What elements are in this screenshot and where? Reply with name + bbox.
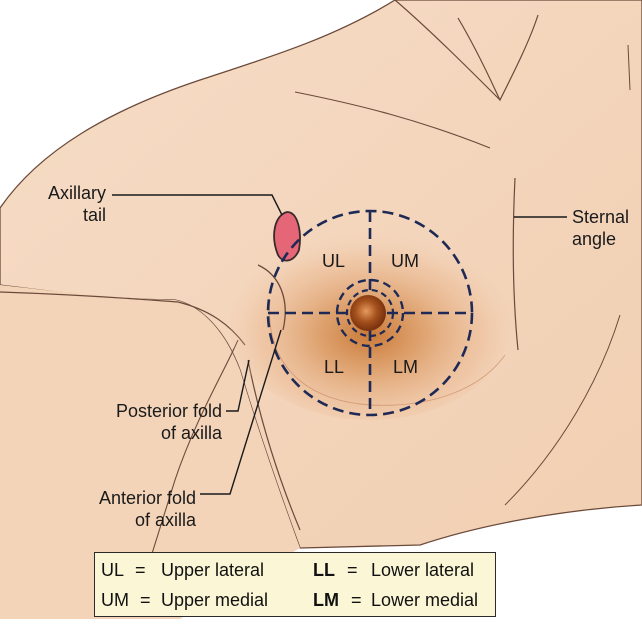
- posterior-fold-label-line1: Posterior fold: [40, 400, 222, 422]
- quadrant-label-ll: LL: [324, 357, 344, 378]
- axillary-tail-label-line1: Axillary: [10, 182, 106, 204]
- legend-eq-ll: =: [347, 560, 358, 581]
- quadrant-label-lm: LM: [393, 357, 418, 378]
- legend-text-ul: Upper lateral: [161, 560, 264, 581]
- legend-eq-lm: =: [351, 590, 362, 611]
- legend-text-lm: Lower medial: [371, 590, 478, 611]
- sternal-angle-label-line2: angle: [572, 228, 629, 250]
- axillary-tail-label: Axillary tail: [10, 182, 106, 226]
- nipple: [350, 295, 386, 331]
- legend-eq-um: =: [140, 590, 151, 611]
- quadrant-label-ul: UL: [322, 251, 345, 272]
- legend-row-1: UL = Upper lateral LL = Lower lateral: [95, 557, 495, 585]
- legend-abbr-um: UM: [101, 590, 129, 611]
- legend-abbr-lm: LM: [313, 590, 339, 611]
- anterior-fold-label: Anterior fold of axilla: [40, 487, 196, 531]
- axillary-tail-label-line2: tail: [10, 204, 106, 226]
- legend-eq-ul: =: [135, 560, 146, 581]
- legend-text-ll: Lower lateral: [371, 560, 474, 581]
- anterior-fold-label-line1: Anterior fold: [40, 487, 196, 509]
- legend-row-2: UM = Upper medial LM = Lower medial: [95, 587, 495, 615]
- sternal-angle-label-line1: Sternal: [572, 206, 629, 228]
- legend-text-um: Upper medial: [161, 590, 268, 611]
- legend-abbr-ll: LL: [313, 560, 335, 581]
- legend-abbr-ul: UL: [101, 560, 124, 581]
- posterior-fold-label-line2: of axilla: [40, 422, 222, 444]
- sternal-angle-label: Sternal angle: [572, 206, 629, 250]
- anterior-fold-label-line2: of axilla: [40, 509, 196, 531]
- quadrant-label-um: UM: [391, 251, 419, 272]
- posterior-fold-label: Posterior fold of axilla: [40, 400, 222, 444]
- legend-box: UL = Upper lateral LL = Lower lateral UM…: [94, 552, 496, 617]
